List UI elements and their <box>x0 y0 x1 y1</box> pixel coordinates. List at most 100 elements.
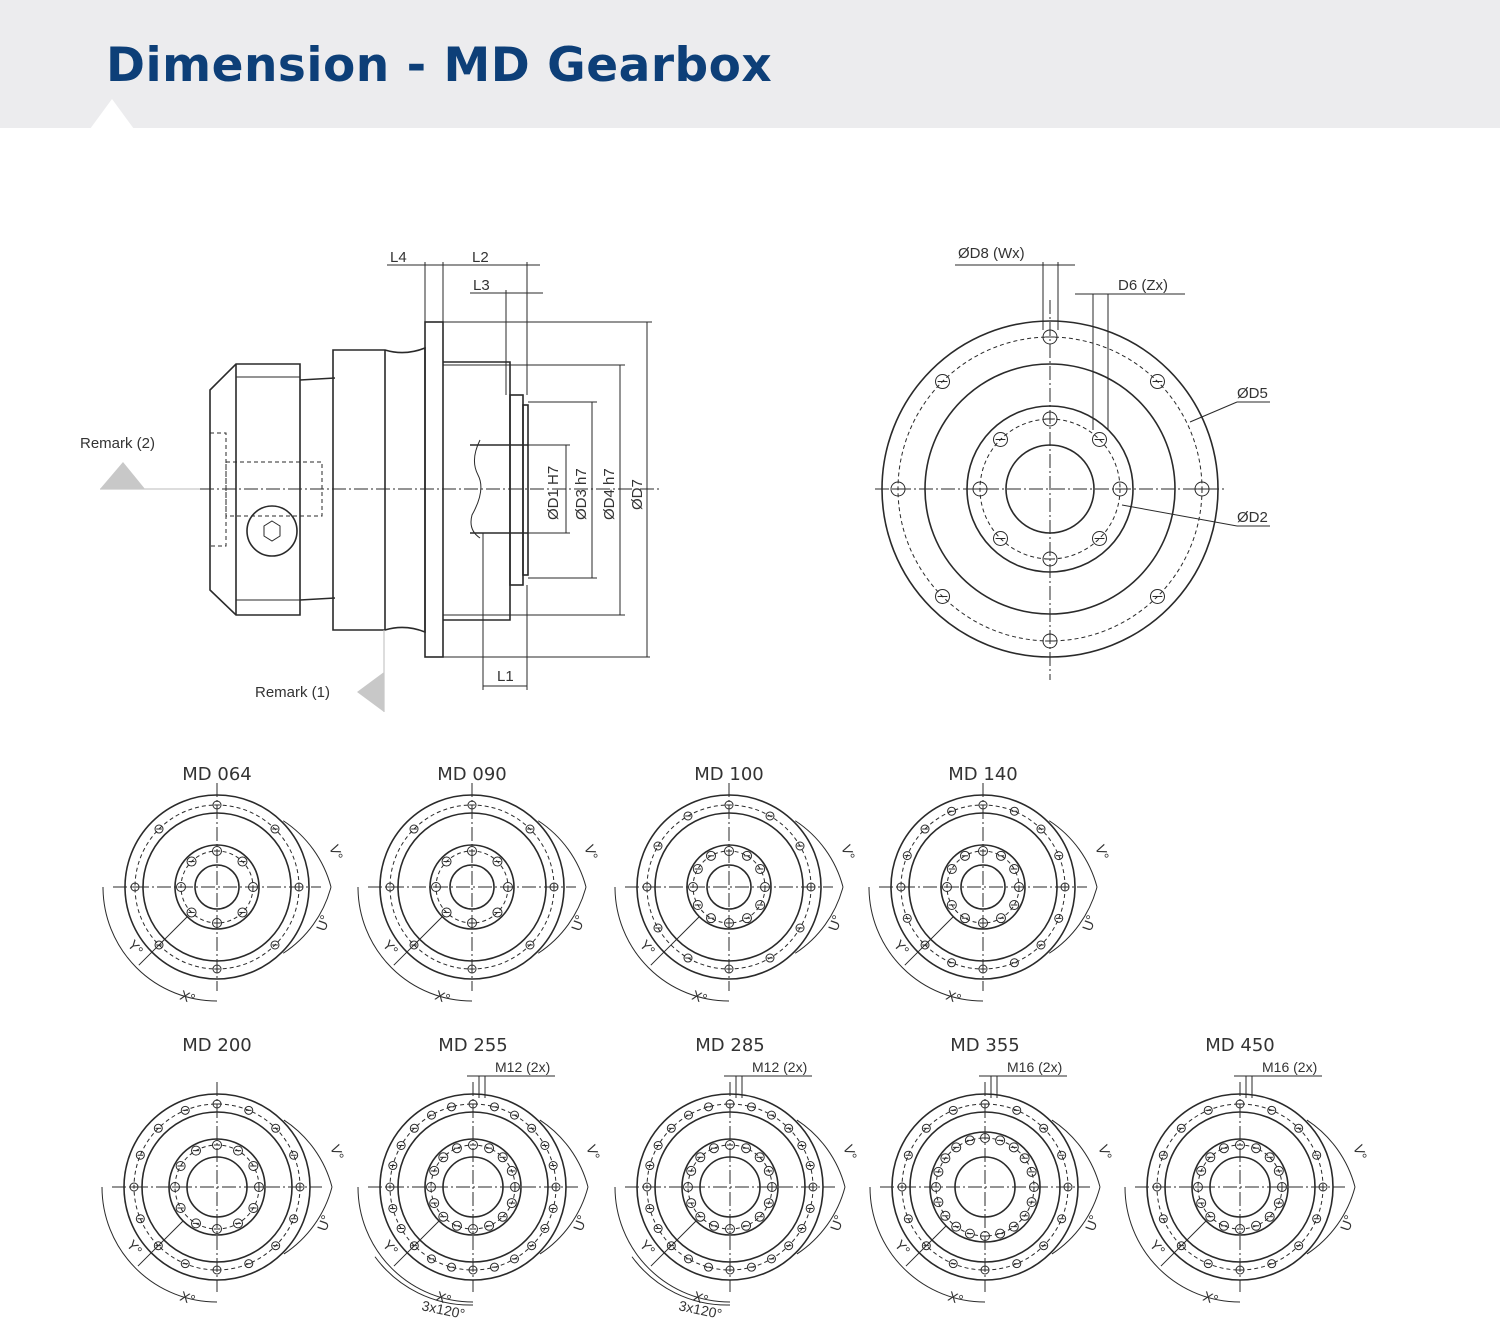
bolt-hole <box>212 1099 222 1109</box>
bolt-hole <box>996 913 1006 924</box>
bolt-hole <box>409 824 419 834</box>
bolt-hole <box>706 913 716 924</box>
bolt-hole <box>248 1203 259 1213</box>
bolt-hole <box>765 953 775 963</box>
bolt-hole <box>767 1110 776 1120</box>
bolt-hole <box>797 1224 807 1233</box>
dim-d7: ØD7 <box>629 479 646 510</box>
thread-note: M12 (2x) <box>752 1059 807 1075</box>
svg-text:V°: V° <box>1092 843 1112 863</box>
bolt-hole <box>724 964 734 974</box>
bolt-hole <box>385 1182 395 1192</box>
remark-1-label: Remark (1) <box>255 684 330 701</box>
bolt-hole <box>1009 900 1020 910</box>
bolt-hole <box>1251 1143 1262 1154</box>
bolt-hole <box>1273 1198 1284 1209</box>
bolt-hole <box>947 958 957 968</box>
variant-label: MD 255 <box>438 1035 507 1056</box>
bolt-hole <box>170 1182 180 1192</box>
bolt-hole <box>510 1182 520 1192</box>
bolt-hole <box>704 1102 714 1112</box>
bolt-hole <box>724 918 734 928</box>
bolt-hole <box>653 923 663 933</box>
bolt-hole <box>755 864 766 874</box>
bolt-hole <box>1008 1221 1019 1232</box>
bolt-hole <box>153 1241 163 1251</box>
bolt-hole <box>212 918 222 928</box>
bolt-hole <box>1312 1214 1322 1224</box>
bolt-hole <box>754 1152 765 1163</box>
bolt-hole <box>1158 1214 1168 1224</box>
dim-l4: L4 <box>390 249 407 266</box>
bolt-hole <box>1039 1123 1049 1133</box>
svg-text:V°: V° <box>1350 1143 1370 1163</box>
bolt-hole <box>1036 940 1046 950</box>
bolt-hole <box>1235 1265 1245 1275</box>
bolt-hole <box>763 1198 774 1209</box>
bolt-hole <box>135 1150 145 1160</box>
bolt-hole <box>135 1214 145 1224</box>
bolt-hole <box>233 1145 243 1156</box>
svg-text:V°: V° <box>327 1143 347 1163</box>
bolt-hole <box>525 824 535 834</box>
bolt-hole <box>1009 864 1020 874</box>
bolt-hole <box>429 1165 440 1176</box>
bolt-hole <box>441 907 452 918</box>
bolt-hole <box>431 882 441 892</box>
svg-text:V°: V° <box>583 1143 603 1163</box>
bolt-hole <box>237 907 248 918</box>
dim-l1: L1 <box>497 668 514 685</box>
bolt-hole <box>551 1182 561 1192</box>
bolt-hole <box>129 1182 139 1192</box>
dim-l3: L3 <box>473 277 490 294</box>
bolt-hole <box>920 824 930 834</box>
bolt-hole <box>1042 633 1058 649</box>
bolt-hole <box>248 1161 259 1171</box>
bolt-hole <box>760 882 770 892</box>
bolt-hole <box>1026 1197 1037 1208</box>
bolt-hole <box>653 841 663 851</box>
bolt-hole <box>1057 1150 1067 1160</box>
bolt-hole <box>447 1262 457 1272</box>
bolt-hole <box>978 846 988 856</box>
bolt-hole <box>686 1198 697 1209</box>
side-view: Remark (2) L4 L2 L3 <box>80 249 660 712</box>
bolt-hole <box>686 1165 697 1176</box>
bolt-hole <box>1042 411 1058 427</box>
variant-label: MD 200 <box>182 1035 251 1056</box>
bolt-hole <box>645 1203 655 1213</box>
bolt-hole <box>388 1161 398 1171</box>
bolt-hole <box>289 1214 299 1224</box>
svg-text:Y°: Y° <box>1147 1237 1169 1259</box>
bolt-hole <box>765 811 775 821</box>
bolt-hole <box>948 1259 958 1269</box>
bolt-hole <box>951 1221 962 1232</box>
bolt-hole <box>1312 1150 1322 1160</box>
bolt-hole <box>964 1135 975 1146</box>
svg-text:X°: X° <box>944 987 964 1007</box>
bolt-hole <box>1091 530 1107 546</box>
bolt-hole <box>525 940 535 950</box>
remark-2-label: Remark (2) <box>80 435 155 452</box>
bolt-hole <box>920 940 930 950</box>
bolt-hole <box>271 1123 281 1133</box>
svg-text:V°: V° <box>1095 1143 1115 1163</box>
bolt-hole <box>1196 1165 1207 1176</box>
bolt-hole <box>497 1211 508 1222</box>
bolt-hole <box>468 1099 478 1109</box>
bolt-hole <box>153 1123 163 1133</box>
bolt-hole <box>1042 551 1058 567</box>
dim-l2: L2 <box>472 249 489 266</box>
bolt-hole <box>896 882 906 892</box>
svg-text:Y°: Y° <box>124 1237 146 1259</box>
bolt-hole <box>933 1166 944 1177</box>
bolt-hole <box>441 856 452 867</box>
bolt-hole <box>451 1143 462 1154</box>
header-notch <box>90 99 134 129</box>
dim-d4: ØD4 h7 <box>601 468 618 520</box>
header-band: Dimension - MD Gearbox <box>0 0 1500 129</box>
bolt-hole <box>1012 1259 1022 1269</box>
remark-2-marker <box>100 462 145 489</box>
variant-label: MD 355 <box>950 1035 1019 1056</box>
